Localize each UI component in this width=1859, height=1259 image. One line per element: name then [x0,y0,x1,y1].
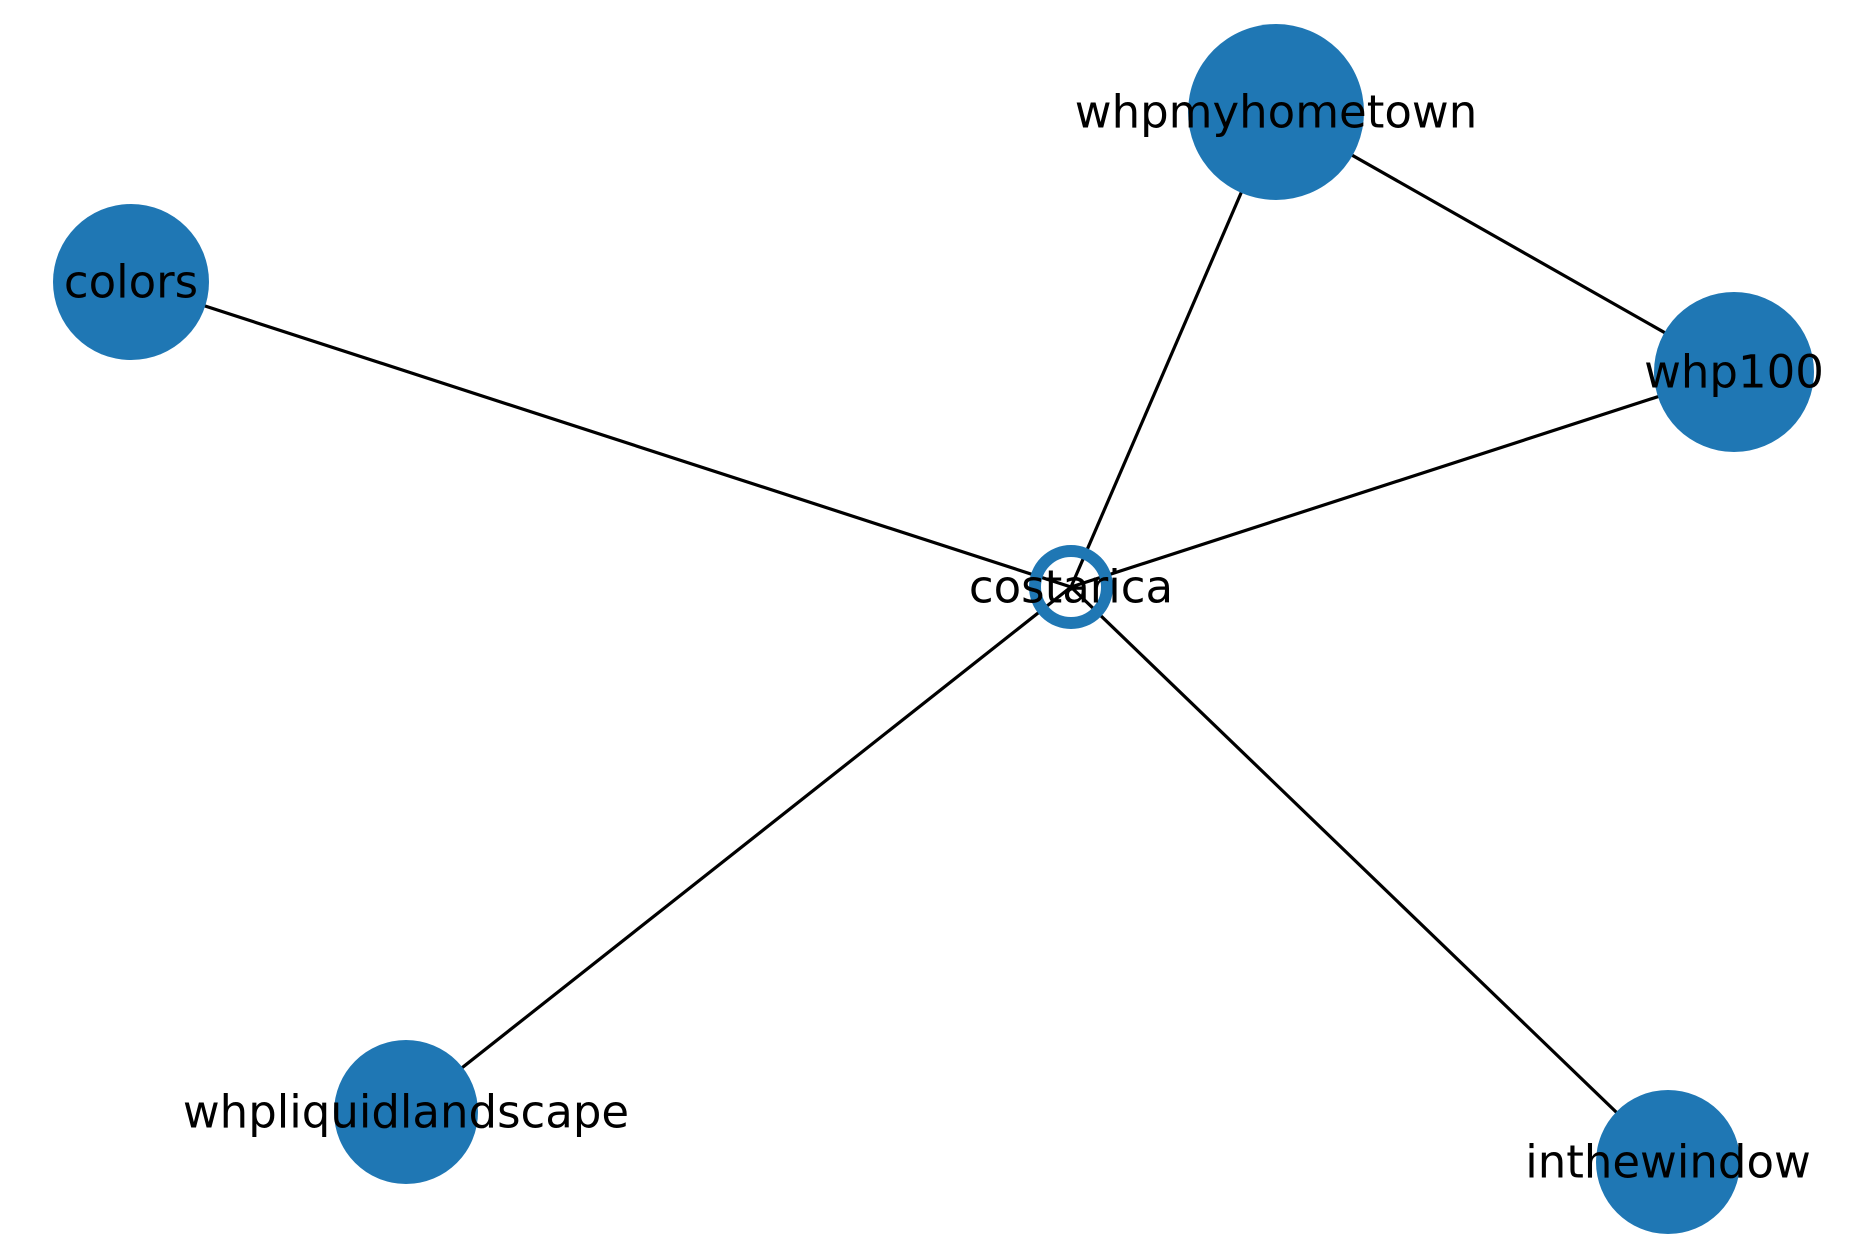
node-label-colors: colors [64,256,198,309]
node-label-costarica: costarica [969,561,1173,614]
node-costarica [1029,545,1113,629]
labels-layer: whpmyhometown colors whp100 costarica whpliq… [64,86,1824,1189]
node-label-inthewindow: inthewindow [1525,1136,1811,1189]
edge-costarica-colors [130,280,1072,589]
node-whpliquidlandscape [334,1040,478,1184]
edge-costarica-whpliquidlandscape [405,585,1072,1114]
node-label-whp100: whp100 [1644,346,1824,399]
node-whpmyhometown [1188,24,1364,200]
node-label-whpliquidlandscape: whpliquidlandscape [183,1086,629,1139]
node-whp100 [1654,292,1814,452]
nodes-layer [53,24,1814,1234]
edges-layer [130,110,1735,1164]
node-colors [53,204,209,360]
edge-costarica-whp100 [1070,370,1735,589]
node-label-whpmyhometown: whpmyhometown [1075,86,1477,139]
edge-costarica-inthewindow [1069,585,1670,1164]
node-inthewindow [1596,1090,1740,1234]
